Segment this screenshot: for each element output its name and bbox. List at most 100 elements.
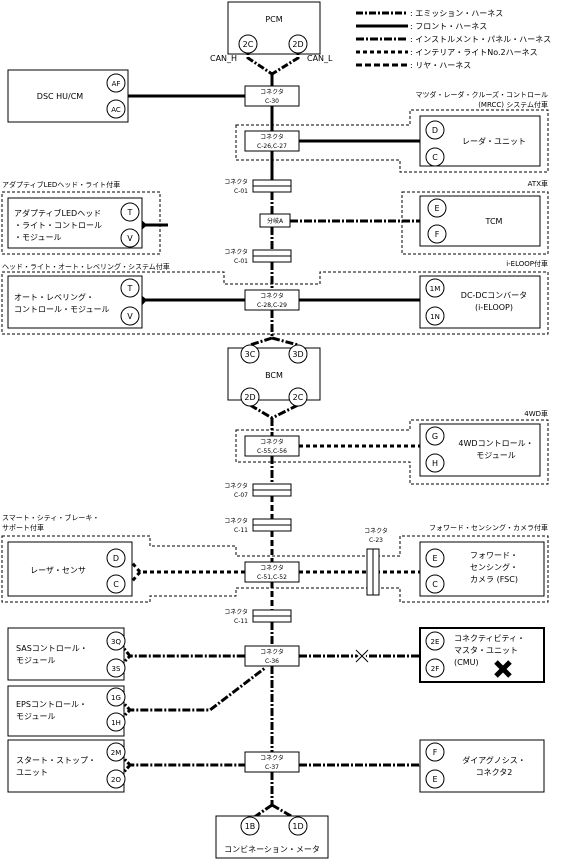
connector-word: コネクタ [260,292,284,300]
pin-icon [288,344,308,364]
connector-c01b [252,249,292,257]
pin-icon [106,658,126,678]
connector-c23 [366,548,374,596]
sas-label: モジュール [16,656,55,665]
connector-c01a [252,179,292,187]
connector-c01b-half [252,255,292,263]
can-h-label: CAN_H [210,54,237,63]
pin-icon [427,198,447,218]
pin-icon [120,228,140,248]
connector-c51 [244,561,300,583]
pin-label: E [432,554,437,563]
laser-label: レーザ・センサ [30,566,86,575]
legend-label: : インストルメント・パネル・ハーネス [410,35,551,44]
connector-id: C-01 [234,258,248,265]
group-label-fsc: フォワード・センシング・カメラ付車 [429,523,548,532]
led-label: ・ライト・コントロール [14,221,102,230]
pin-icon [238,34,258,54]
pin-icon [425,426,445,446]
pin-label: 1N [430,313,440,321]
stop-box [7,739,125,793]
pin-label: 3S [112,665,121,673]
scbs-group-outline [1,535,549,603]
connector-id: C-55,C-56 [257,448,287,455]
pin-icon [120,278,140,298]
sas-box [7,627,125,681]
legend-label: : インテリア・ライトNo.2ハーネス [410,48,538,57]
connector-c11a [252,518,292,526]
dsc-wire [116,82,245,110]
tcm-wire [290,206,436,236]
group-label-mrcc: マツダ・レーダ・クルーズ・コントロール [416,90,548,99]
pin-label: G [432,432,438,441]
bcm-label: BCM [265,371,283,380]
led-box [7,197,143,249]
pin-icon [106,769,126,789]
pin-icon [106,574,126,594]
pin-icon [425,574,445,594]
connector-c55 [244,435,300,457]
pin-label: 3D [292,350,303,359]
group-label-leveling: ヘッド・ライト・オート・レベリング・システム付車 [2,262,170,271]
connector-word: コネクタ [224,482,248,490]
pin-icon [425,120,445,140]
pcm-label: PCM [265,15,282,24]
leveling-label: コントロール・モジュール [14,305,109,314]
connector-c26 [244,130,300,152]
diag-label: コネクタ2 [476,768,513,777]
connector-c28 [244,289,300,311]
pin-label: T [127,208,133,217]
connector-word: コネクタ [260,648,284,656]
pin-icon [425,147,445,167]
fsc-label: カメラ (FSC) [470,575,518,584]
group-label-awd: 4WD車 [524,409,548,418]
leveling-label: オート・レベリング・ [14,292,94,302]
pin-label: 2D [292,40,303,49]
connector-word: コネクタ [364,527,388,535]
branch-label: 分岐A [267,217,284,225]
connector-id: C-28,C-29 [257,302,287,309]
laser-wire [126,557,245,587]
connector-c11a-half [252,524,292,532]
pin-icon [425,742,445,762]
eps-label: モジュール [16,712,55,721]
connector-word: コネクタ [260,438,284,446]
connector-word: コネクタ [224,608,248,616]
connector-word: コネクタ [224,178,248,186]
pin-icon [240,344,260,364]
connector-word: コネクタ [260,133,284,141]
group-label-atx: ATX車 [528,179,548,188]
awd-group-outline [235,419,549,485]
pin-icon [106,631,126,651]
led-label: アダプティブLEDヘッド [14,208,101,218]
meter-box [215,815,329,859]
pin-label: 1M [430,285,441,293]
stop-label: ユニット [16,768,48,777]
pin-label: C [432,153,438,162]
pin-icon [427,224,447,244]
sas-wire [116,640,245,670]
pin-label: E [432,775,437,784]
adaptive-group-outline [1,191,161,255]
pin-label: T [127,284,133,293]
eps-label: EPSコントロール・ [16,700,87,709]
connector-id: C-11 [234,618,248,625]
eps-wire [116,666,266,724]
led-label: ・モジュール [14,233,61,242]
pin-label: 2C [243,40,254,49]
pin-label: 2F [431,665,439,673]
connector-c37 [244,751,300,773]
pin-icon [106,99,126,119]
connector-c01a-half [252,185,292,193]
pin-icon [425,453,445,473]
awd-label: モジュール [476,451,515,460]
connector-id: C-51,C-52 [257,574,287,581]
pin-icon [106,548,126,568]
pin-label: 2M [111,749,122,757]
cmu-label: (CMU) [454,658,479,667]
tcm-label: TCM [485,217,503,226]
connector-id: C-23 [369,537,383,544]
group-label-scbs: スマート・シティ・ブレーキ・ [2,513,99,522]
pin-label: 1D [292,822,303,831]
